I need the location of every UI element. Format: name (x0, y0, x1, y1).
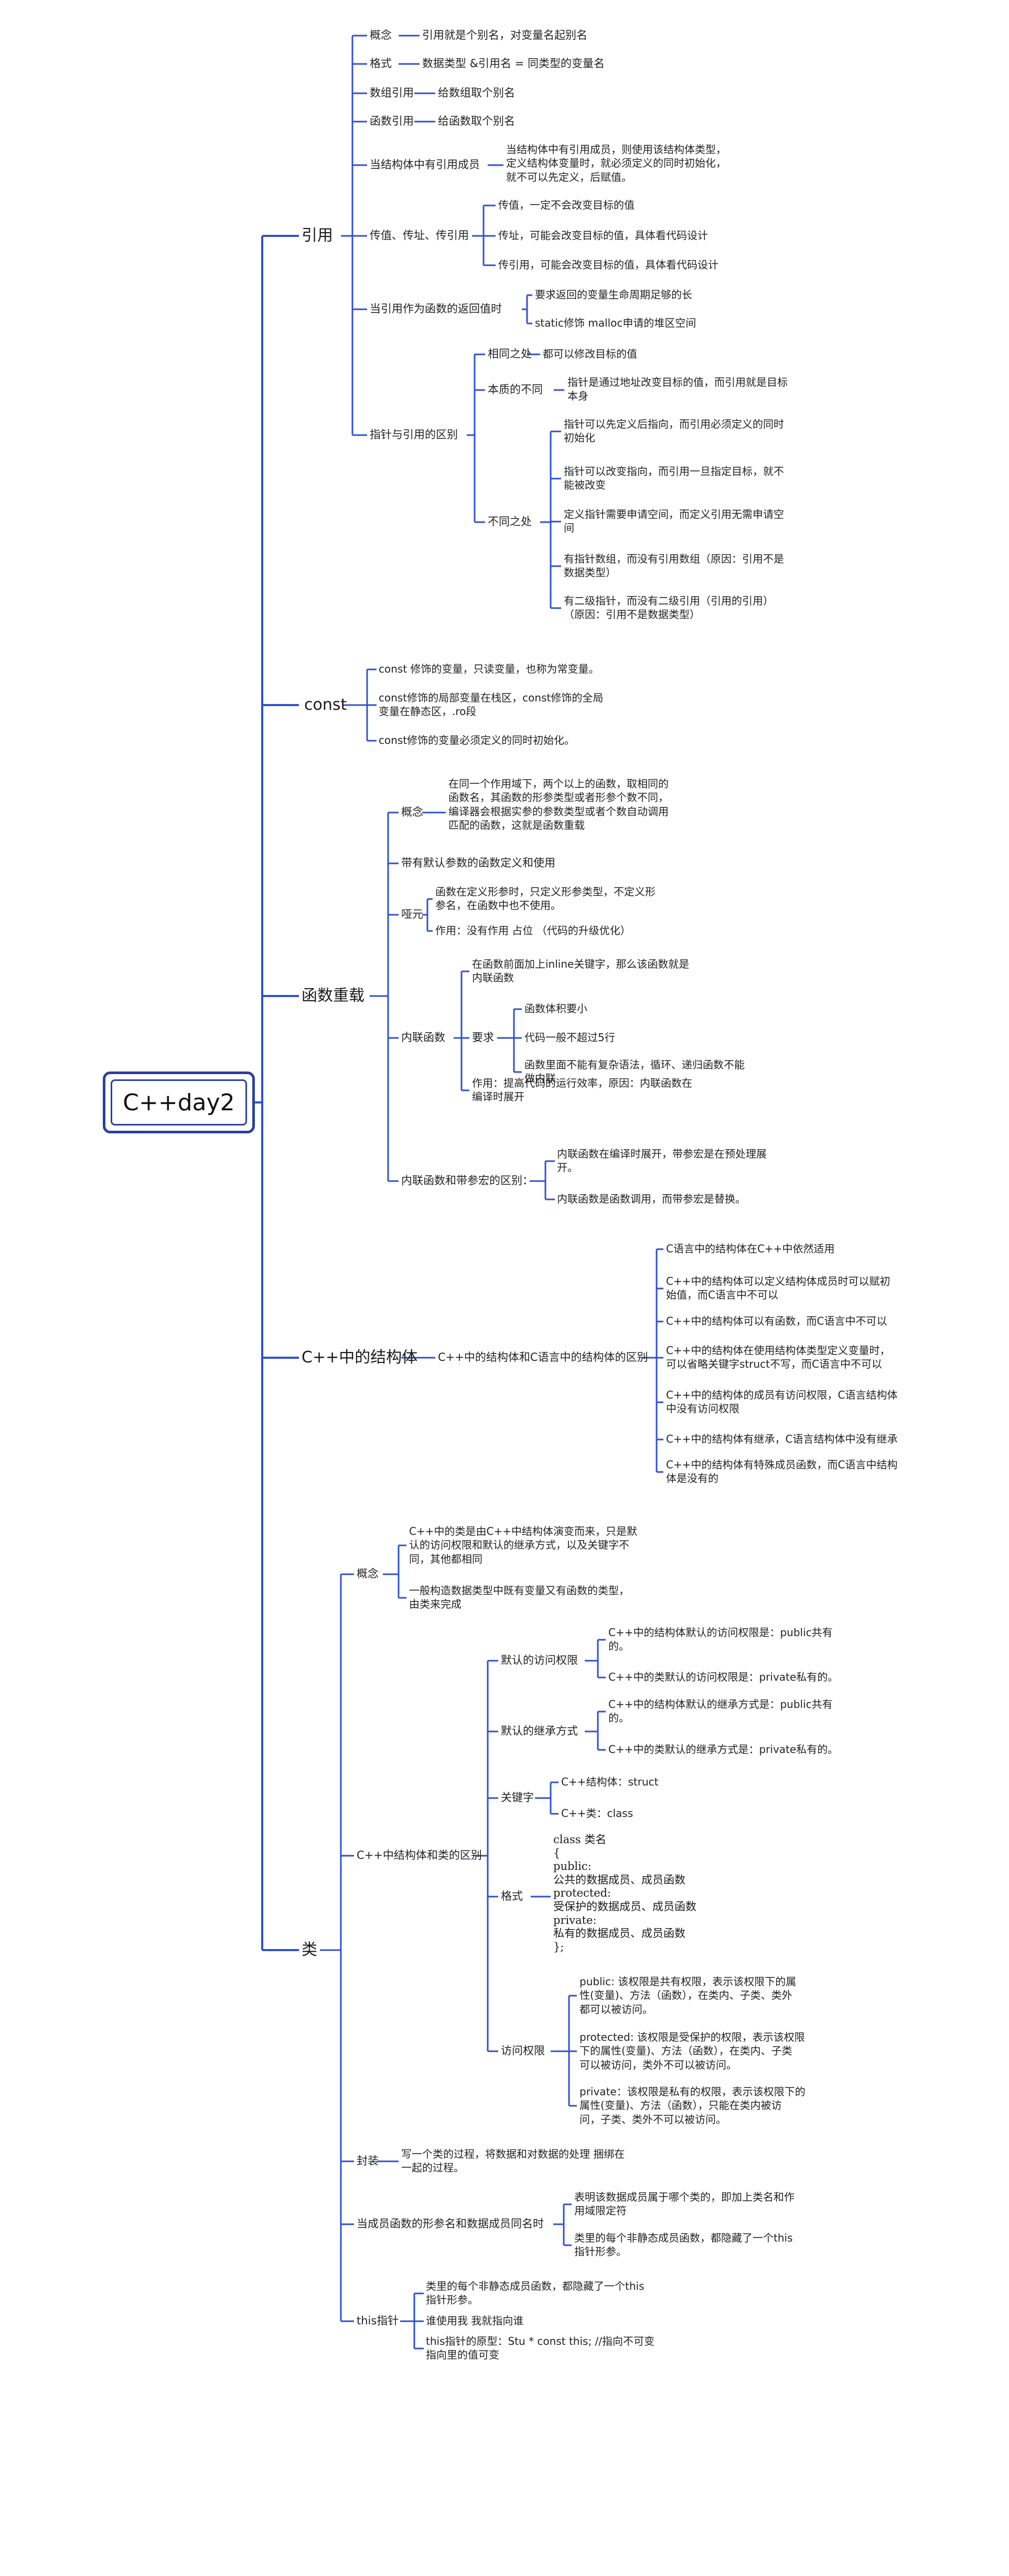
class-concept-label[interactable]: 概念 (357, 1567, 379, 1580)
class-keyword-item[interactable]: C++结构体：struct (561, 1776, 659, 1788)
overload-inline-req-item[interactable]: 函数里面不能有复杂语法，循环、递归函数不能 做内联 (524, 1058, 745, 1085)
cpp-struct-item[interactable]: C++中的结构体可以有函数，而C语言中不可以 (666, 1315, 887, 1327)
ref-diff-same-text[interactable]: 都可以修改目标的值 (543, 348, 637, 360)
class-inherit-item[interactable]: C++中的类默认的继承方式是：private私有的。 (608, 1743, 839, 1756)
class-encap-text[interactable]: 写一个类的过程，将数据和对数据的处理 捆绑在 一起的过程。 (401, 2148, 625, 2174)
overload-concept-label[interactable]: 概念 (401, 806, 423, 818)
class-format-label[interactable]: 格式 (501, 1890, 523, 1902)
ref-return-item[interactable]: static修饰 malloc申请的堆区空间 (535, 317, 696, 329)
class-this-label[interactable]: this指针 (357, 2314, 399, 2327)
cpp-struct-diff-label[interactable]: C++中的结构体和C语言中的结构体的区别 (438, 1351, 648, 1363)
overload-dummy-label[interactable]: 哑元 (401, 908, 423, 921)
class-encap-label[interactable]: 封装 (357, 2155, 379, 2167)
class-access-default-label[interactable]: 默认的访问权限 (501, 1654, 578, 1666)
ref-diff-label[interactable]: 指针与引用的区别 (370, 428, 458, 441)
cpp-struct-item[interactable]: C++中的结构体的成员有访问权限，C语言结构体 中没有访问权限 (666, 1389, 898, 1415)
cpp-struct-item[interactable]: C++中的结构体有特殊成员函数，而C语言中结构 体是没有的 (666, 1458, 898, 1485)
ref-array-label[interactable]: 数组引用 (370, 86, 414, 99)
overload-default-args[interactable]: 带有默认参数的函数定义和使用 (401, 857, 555, 869)
ref-concept-label[interactable]: 概念 (370, 29, 392, 41)
class-access-label[interactable]: 访问权限 (501, 2044, 545, 2057)
overload-inline-effect[interactable]: 作用：提高代码的运行效率，原因：内联函数在 编译时展开 (472, 1077, 692, 1103)
topic-class[interactable]: 类 (302, 1941, 317, 1959)
ref-return-item[interactable]: 要求返回的变量生命周期足够的长 (535, 288, 692, 301)
class-inherit-label[interactable]: 默认的继承方式 (501, 1725, 578, 1737)
root-title: C++day2 (111, 1079, 247, 1125)
class-diff-label[interactable]: C++中结构体和类的区别 (357, 1849, 482, 1861)
cpp-struct-item[interactable]: C++中的结构体可以定义结构体成员时可以赋初 始值，而C语言中不可以 (666, 1275, 890, 1302)
root-node[interactable]: C++day2 (103, 1071, 255, 1133)
ref-format-text[interactable]: 数据类型 &引用名 = 同类型的变量名 (422, 57, 605, 70)
ref-diff-essence-label[interactable]: 本质的不同 (488, 383, 543, 396)
const-item[interactable]: const 修饰的变量，只读变量，也称为常变量。 (379, 663, 599, 675)
ref-diff-same-label[interactable]: 相同之处 (488, 348, 532, 360)
ref-pass-label[interactable]: 传值、传址、传引用 (370, 229, 469, 242)
ref-diff-differ-item[interactable]: 指针可以先定义后指向，而引用必须定义的同时 初始化 (564, 418, 784, 445)
overload-macro-item[interactable]: 内联函数是函数调用，而带参宏是替换。 (557, 1193, 746, 1205)
const-item[interactable]: const修饰的变量必须定义的同时初始化。 (379, 734, 575, 746)
ref-pass-item[interactable]: 传值，一定不会改变目标的值 (498, 199, 635, 211)
class-format-code[interactable]: class 类名 { public: 公共的数据成员、成员函数 protecte… (553, 1833, 696, 1953)
ref-concept-text[interactable]: 引用就是个别名，对变量名起别名 (422, 29, 587, 41)
overload-inline-label[interactable]: 内联函数 (401, 1031, 445, 1044)
cpp-struct-item[interactable]: C++中的结构体在使用结构体类型定义变量时， 可以省略关键字struct不写，而… (666, 1344, 890, 1371)
ref-pass-item[interactable]: 传引用，可能会改变目标的值，具体看代码设计 (498, 258, 718, 271)
overload-macro-item[interactable]: 内联函数在编译时展开，带参宏是在预处理展 开。 (557, 1148, 767, 1174)
const-item[interactable]: const修饰的局部变量在栈区，const修饰的全局 变量在静态区，.ro段 (379, 691, 604, 718)
class-this-item[interactable]: 类里的每个非静态成员函数，都隐藏了一个this 指针形参。 (426, 2280, 645, 2307)
class-keyword-item[interactable]: C++类：class (561, 1807, 634, 1820)
class-this-item[interactable]: 谁使用我 我就指向谁 (426, 2314, 524, 2327)
ref-format-label[interactable]: 格式 (370, 57, 392, 70)
ref-diff-differ-item[interactable]: 定义指针需要申请空间，而定义引用无需申请空 间 (564, 508, 784, 535)
class-concept-item[interactable]: 一般构造数据类型中既有变量又有函数的类型， 由类来完成 (409, 1584, 629, 1611)
class-access-default-item[interactable]: C++中的类默认的访问权限是：private私有的。 (608, 1671, 839, 1683)
class-same-name-label[interactable]: 当成员函数的形参名和数据成员同名时 (357, 2217, 544, 2230)
overload-macro-label[interactable]: 内联函数和带参宏的区别： (401, 1174, 533, 1187)
class-access-default-item[interactable]: C++中的结构体默认的访问权限是：public共有 的。 (608, 1626, 833, 1653)
class-same-name-item[interactable]: 表明该数据成员属于哪个类的，即加上类名和作 用域限定符 (574, 2191, 795, 2217)
ref-array-text[interactable]: 给数组取个别名 (438, 86, 515, 99)
topic-const[interactable]: const (304, 696, 347, 714)
cpp-struct-item[interactable]: C++中的结构体有继承，C语言结构体中没有继承 (666, 1433, 898, 1445)
class-same-name-item[interactable]: 类里的每个非静态成员函数，都隐藏了一个this 指针形参。 (574, 2232, 793, 2258)
ref-function-text[interactable]: 给函数取个别名 (438, 115, 515, 127)
class-this-item[interactable]: this指针的原型：Stu * const this; //指向不可变 指向里的… (426, 2335, 655, 2362)
ref-diff-differ-item[interactable]: 指针可以改变指向，而引用一旦指定目标，就不 能被改变 (564, 465, 784, 492)
ref-diff-differ-item[interactable]: 有二级指针，而没有二级引用（引用的引用） （原因：引用不是数据类型） (564, 594, 774, 621)
overload-inline-def[interactable]: 在函数前面加上inline关键字，那么该函数就是 内联函数 (472, 958, 690, 984)
ref-pass-item[interactable]: 传址，可能会改变目标的值，具体看代码设计 (498, 229, 708, 242)
ref-diff-differ-item[interactable]: 有指针数组，而没有引用数组（原因：引用不是 数据类型） (564, 553, 784, 579)
ref-function-label[interactable]: 函数引用 (370, 115, 414, 127)
topic-reference[interactable]: 引用 (302, 226, 333, 245)
overload-inline-req-item[interactable]: 函数体积要小 (524, 1002, 587, 1015)
topic-cpp-struct[interactable]: C++中的结构体 (302, 1348, 418, 1367)
ref-diff-differ-label[interactable]: 不同之处 (488, 515, 532, 528)
class-concept-item[interactable]: C++中的类是由C++中结构体演变而来，只是默 认的访问权限和默认的继承方式，以… (409, 1525, 637, 1565)
ref-struct-member-label[interactable]: 当结构体中有引用成员 (370, 158, 480, 171)
class-inherit-item[interactable]: C++中的结构体默认的继承方式是：public共有 的。 (608, 1698, 833, 1725)
class-keyword-label[interactable]: 关键字 (501, 1791, 534, 1804)
cpp-struct-item[interactable]: C语言中的结构体在C++中依然适用 (666, 1242, 835, 1255)
class-access-item[interactable]: private：该权限是私有的权限，表示该权限下的 属性(变量)、方法（函数），… (579, 2085, 806, 2126)
overload-concept-text[interactable]: 在同一个作用域下，两个以上的函数，取相同的 函数名，其函数的形参类型或者形参个数… (448, 777, 669, 832)
overload-dummy-item[interactable]: 函数在定义形参时，只定义形参类型，不定义形 参名，在函数中也不使用。 (435, 885, 656, 912)
ref-struct-member-text[interactable]: 当结构体中有引用成员，则使用该结构体类型， 定义结构体变量时，就必须定义的同时初… (506, 143, 726, 183)
topic-overload[interactable]: 函数重载 (302, 987, 364, 1005)
overload-inline-req-item[interactable]: 代码一般不超过5行 (524, 1031, 615, 1044)
ref-diff-essence-text[interactable]: 指针是通过地址改变目标的值，而引用就是目标 本身 (567, 376, 788, 403)
ref-return-label[interactable]: 当引用作为函数的返回值时 (370, 302, 502, 315)
overload-dummy-item[interactable]: 作用：没有作用 占位 （代码的升级优化） (435, 924, 631, 937)
overload-inline-req-label[interactable]: 要求 (472, 1031, 494, 1044)
class-access-item[interactable]: protected: 该权限是受保护的权限，表示该权限 下的属性(变量)、方法（… (579, 2031, 805, 2071)
class-access-item[interactable]: public: 该权限是共有权限，表示该权限下的属 性(变量)、方法（函数），在… (579, 1975, 797, 2016)
